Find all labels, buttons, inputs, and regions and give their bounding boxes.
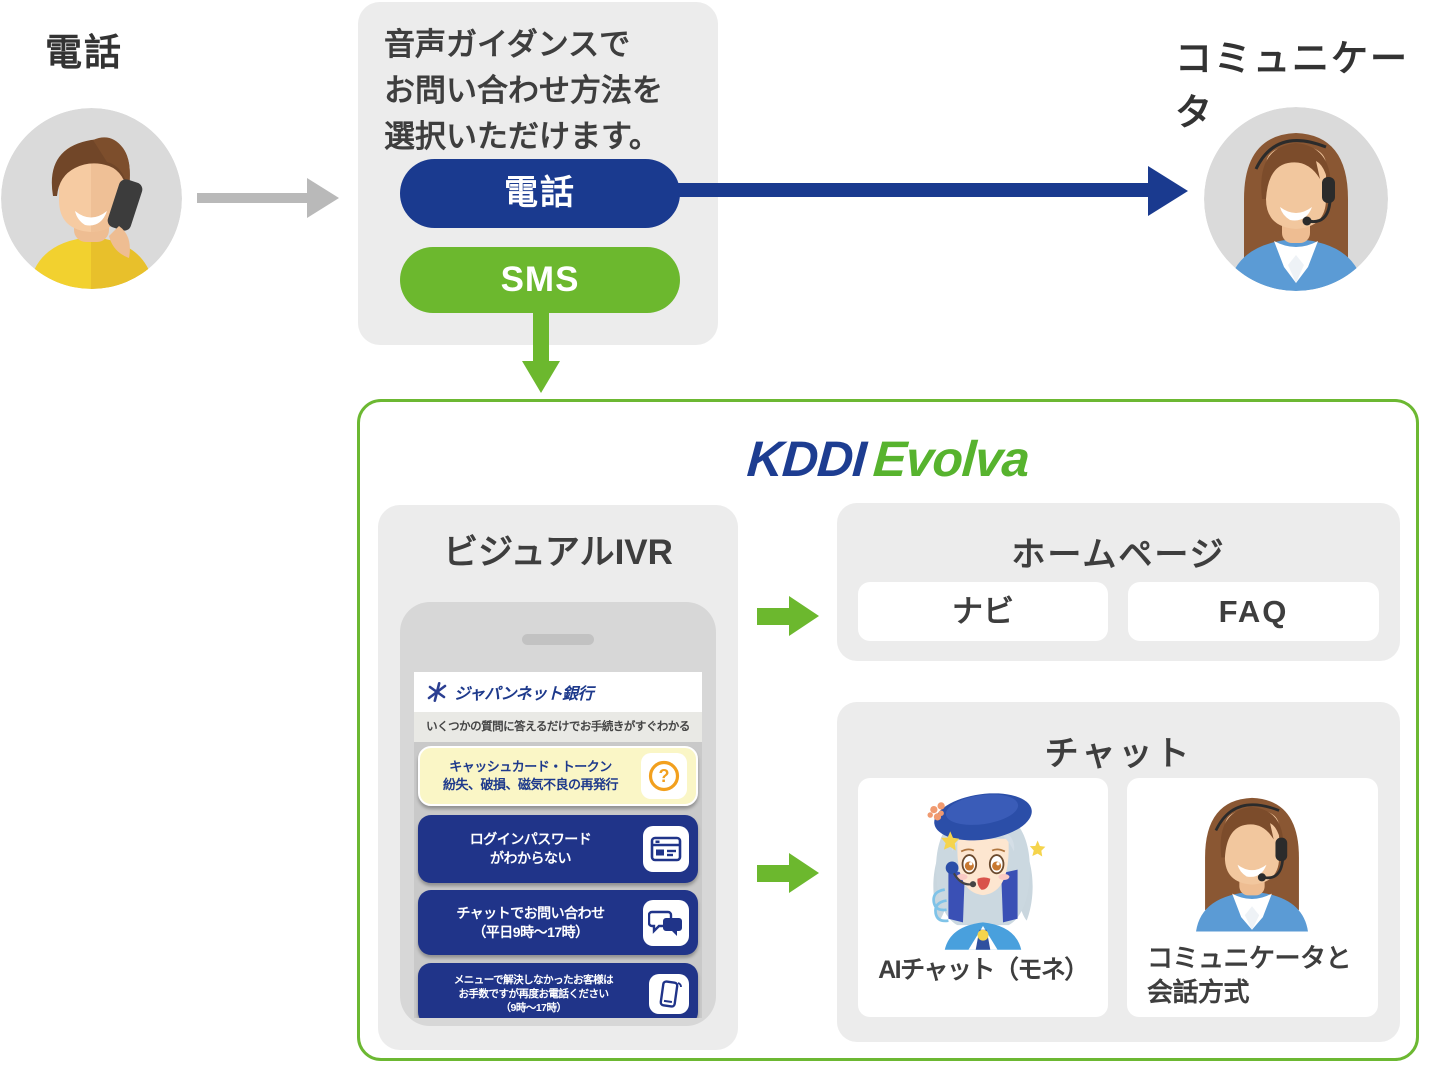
ivr-menu-item-password[interactable]: ログインパスワード がわからない [418, 815, 698, 883]
bank-header: ジャパンネット銀行 [414, 672, 702, 712]
nav-card[interactable]: ナビ [858, 582, 1108, 641]
menu-item-text: キャッシュカード・トークン 紛失、破損、磁気不良の再発行 [442, 759, 619, 792]
ai-chatbot-mone-icon [927, 793, 1046, 950]
blue-arrow-head [1148, 166, 1188, 216]
green-arrow-chat-shaft [757, 865, 791, 882]
menu-item-text: メニューで解決しなかったお客様は お手数ですが再度お電話ください （9時～17時… [453, 974, 614, 1014]
guidance-line: お問い合わせ方法を [384, 73, 663, 108]
green-arrow-homepage-shaft [757, 608, 791, 625]
ivr-menu-item-chat[interactable]: チャットでお問い合わせ （平日9時～17時） [418, 890, 698, 955]
communicator-chat-card[interactable]: コミュニケータと 会話方式 [1127, 778, 1378, 1017]
woman-headset-icon [1204, 107, 1388, 291]
homepage-title: ホームページ [1011, 536, 1226, 574]
green-down-arrow-head [522, 361, 560, 393]
caller-avatar [1, 108, 182, 289]
communicator-chat-label: コミュニケータと 会話方式 [1147, 943, 1352, 1007]
communicator-avatar [1204, 107, 1388, 291]
phone-screen: ジャパンネット銀行 いくつかの質問に答えるだけでお手続きがすぐわかる キャッシュ… [414, 672, 702, 1018]
smartphone-icon [649, 974, 689, 1014]
blue-arrow-shaft [678, 183, 1150, 197]
chat-icon [643, 899, 689, 946]
phone-speaker [522, 634, 594, 645]
phone-option-button[interactable]: 電話 [400, 159, 680, 228]
kddi-evolva-logo: KDDIEvolva [355, 430, 1421, 488]
green-arrow-homepage-head [789, 596, 819, 636]
guidance-line: 音声ガイダンスで [384, 27, 631, 62]
caller-label: 電話 [45, 32, 123, 73]
chat-title: チャット [1044, 735, 1193, 773]
green-arrow-chat-head [789, 853, 819, 893]
kddi-logo-text: KDDI [745, 431, 868, 487]
menu-item-text: ログインパスワード がわからない [469, 831, 592, 866]
gray-arrow-head [307, 178, 339, 218]
communicator-label: コミュニケータ [1175, 38, 1409, 133]
sms-option-button[interactable]: SMS [400, 247, 680, 313]
bank-name: ジャパンネット銀行 [454, 686, 594, 703]
visual-ivr-title: ビジュアルIVR [443, 533, 673, 572]
green-down-arrow-shaft [533, 313, 549, 363]
gray-arrow-shaft [197, 193, 309, 203]
window-icon [643, 826, 689, 872]
guidance-line: 選択いただけます。 [384, 119, 660, 154]
voice-guidance-text: 音声ガイダンスで お問い合わせ方法を 選択いただけます。 [384, 22, 704, 160]
woman-headset-icon [1196, 797, 1308, 932]
bank-tagline: いくつかの質問に答えるだけでお手続きがすぐわかる [414, 712, 702, 742]
ai-chat-card[interactable]: AIチャット（モネ） [858, 778, 1108, 1017]
question-icon: ? [641, 753, 687, 799]
ivr-menu-item-call-again[interactable]: メニューで解決しなかったお客様は お手数ですが再度お電話ください （9時～17時… [418, 963, 698, 1018]
smartphone-mockup: ジャパンネット銀行 いくつかの質問に答えるだけでお手続きがすぐわかる キャッシュ… [400, 602, 716, 1026]
ai-chat-label: AIチャット（モネ） [878, 956, 1089, 984]
man-on-phone-icon [1, 108, 182, 289]
bank-logo-icon [427, 681, 447, 703]
menu-item-text: チャットでお問い合わせ （平日9時～17時） [456, 904, 605, 940]
evolva-logo-text: Evolva [871, 431, 1031, 487]
svg-text:?: ? [659, 766, 670, 786]
ivr-menu-item-card-reissue[interactable]: キャッシュカード・トークン 紛失、破損、磁気不良の再発行 ? [418, 746, 698, 806]
faq-card[interactable]: FAQ [1128, 582, 1379, 641]
